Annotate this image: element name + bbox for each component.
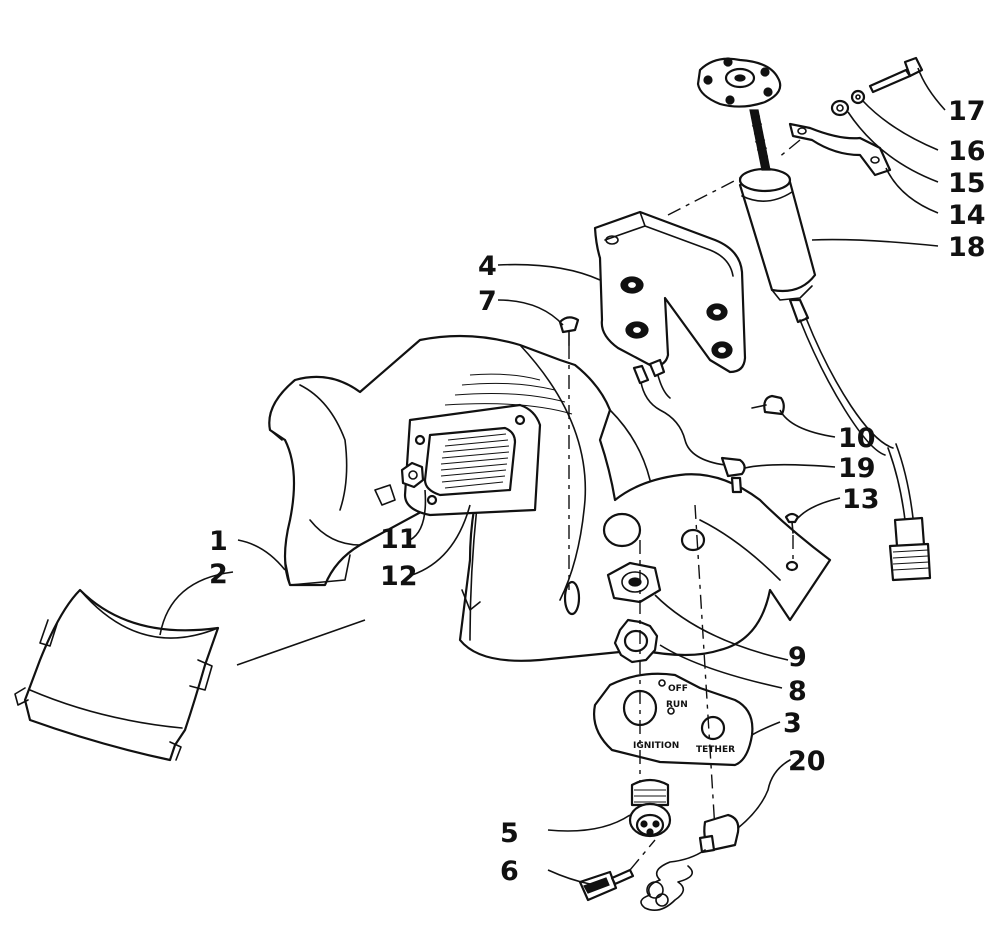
callout-9: 9 [788, 642, 807, 673]
plate-label-ignition: IGNITION [633, 741, 679, 751]
clamp-14 [777, 122, 892, 177]
callout-18: 18 [948, 232, 986, 263]
grille-hatching [440, 373, 573, 489]
callout-10: 10 [838, 423, 876, 454]
ignition-switch-5 [628, 778, 672, 838]
callout-2: 2 [209, 559, 228, 590]
cylinder-18 [667, 57, 894, 456]
callout-20: 20 [788, 746, 826, 777]
callout-16: 16 [948, 136, 986, 167]
plate-label-off: OFF [668, 684, 688, 694]
callout-8: 8 [788, 676, 807, 707]
callout-11: 11 [380, 524, 418, 555]
tether-switch-20 [640, 759, 791, 911]
hex-nut-9 [606, 561, 662, 604]
plate-label-run: RUN [666, 700, 688, 710]
wire-connector [887, 443, 932, 582]
callout-4: 4 [478, 251, 497, 282]
callout-13: 13 [842, 484, 880, 515]
dash-housing [268, 334, 832, 662]
callout-15: 15 [948, 168, 986, 199]
callout-1: 1 [209, 526, 228, 557]
leader-lines [159, 67, 946, 885]
callout-7: 7 [478, 286, 497, 317]
switch-plate-3: OFF RUN IGNITION TETHER [593, 672, 754, 767]
lock-washer-16 [850, 89, 866, 105]
star-washer-8 [613, 618, 659, 664]
callout-14: 14 [948, 200, 986, 231]
sensor-switch-19 [632, 358, 746, 494]
callout-6: 6 [500, 856, 519, 887]
lower-cover-panel [14, 588, 220, 762]
bolt-10 [751, 394, 785, 416]
ignition-key-6 [578, 839, 656, 902]
callout-19: 19 [838, 453, 876, 484]
mounting-bracket [593, 210, 747, 374]
screw-13 [784, 512, 800, 560]
callout-labels: 1 2 3 4 5 6 7 8 9 10 11 12 13 14 15 16 1… [209, 96, 986, 887]
callout-3: 3 [783, 708, 802, 739]
bezel-gasket [403, 373, 573, 517]
screw-7 [558, 316, 580, 590]
washer-15 [830, 99, 850, 117]
hex-nut-11 [400, 461, 425, 489]
alignment-line-tether [694, 504, 716, 831]
plate-label-tether: TETHER [696, 745, 735, 755]
callout-17: 17 [948, 96, 986, 127]
callout-12: 12 [380, 561, 418, 592]
bolt-17 [868, 56, 924, 94]
callout-5: 5 [500, 818, 519, 849]
